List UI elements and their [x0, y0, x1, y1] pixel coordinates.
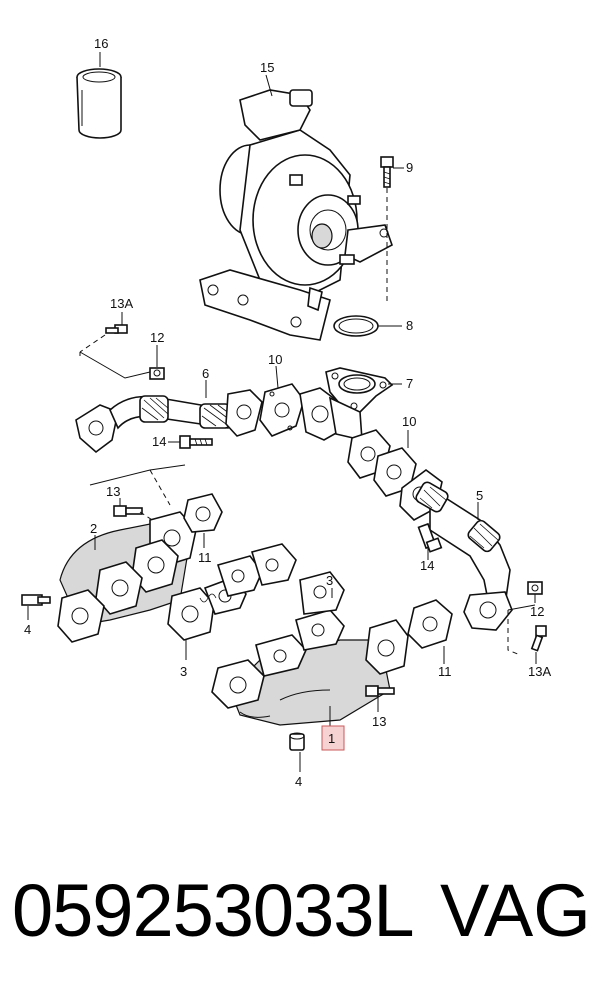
callout-2: 2 — [90, 521, 97, 536]
part-10-gasket-top[interactable] — [259, 383, 305, 437]
part-14-bolt-right[interactable] — [417, 522, 443, 553]
dash-left-top — [149, 469, 171, 506]
part-16-sleeve[interactable] — [76, 68, 122, 139]
part-12-nut-right[interactable] — [527, 581, 543, 595]
part-7-flange[interactable] — [325, 367, 394, 413]
callout-5: 5 — [476, 488, 483, 503]
part-13A-stud-right[interactable] — [530, 625, 547, 652]
part-number-label: 059253033L — [12, 869, 415, 952]
callout-1: 1 — [328, 731, 335, 746]
callout-13-right: 13 — [372, 714, 386, 729]
part-8-gasket[interactable] — [333, 315, 379, 337]
callout-9: 9 — [406, 160, 413, 175]
callout-13-left: 13 — [106, 484, 120, 499]
callout-6: 6 — [202, 366, 209, 381]
leader-10-top — [275, 365, 279, 389]
callout-4-bottom: 4 — [295, 774, 302, 789]
callout-11-left: 11 — [198, 550, 212, 565]
part-13A-stud-top[interactable] — [105, 324, 128, 334]
part-13-bolt-right[interactable] — [365, 685, 395, 697]
callout-15: 15 — [260, 60, 274, 75]
part-12-nut-top[interactable] — [149, 367, 165, 380]
part-15-turbocharger[interactable] — [199, 89, 393, 341]
part-11-gasket-right[interactable] — [407, 599, 453, 649]
callout-11-right: 11 — [438, 664, 452, 679]
part-14-bolt-top[interactable] — [179, 435, 213, 449]
callout-13A-right: 13A — [528, 664, 551, 679]
callout-8: 8 — [406, 318, 413, 333]
callout-10-right: 10 — [402, 414, 416, 429]
callout-7: 7 — [406, 376, 413, 391]
part-11-gasket-left[interactable] — [183, 493, 223, 533]
dash-13A-right — [507, 610, 521, 656]
part-3-gasket-left[interactable] — [167, 543, 297, 641]
callout-16: 16 — [94, 36, 108, 51]
part-exhaust-outlet-top[interactable] — [299, 387, 363, 442]
bracket-left-top — [89, 464, 186, 486]
callout-12-right: 12 — [530, 604, 544, 619]
part-13-bolt-left[interactable] — [113, 505, 143, 517]
part-5-flex-pipe[interactable] — [399, 469, 513, 631]
brand-label: VAG — [440, 869, 591, 952]
callout-1-highlight-box — [321, 725, 345, 751]
callout-4-left: 4 — [24, 622, 31, 637]
callout-10-top: 10 — [268, 352, 282, 367]
part-4-stud-left[interactable] — [21, 594, 51, 606]
callout-3-left: 3 — [180, 664, 187, 679]
leader-15 — [265, 74, 273, 97]
callout-14-left: 14 — [152, 434, 166, 449]
bracket-right — [507, 604, 536, 611]
exploded-parts-diagram: 16 15 9 8 7 13A 12 6 10 10 14 13 2 11 5 … — [21, 36, 551, 789]
callout-3-right: 3 — [326, 573, 333, 588]
part-9-bolt[interactable] — [380, 156, 394, 188]
part-2-exhaust-manifold-left[interactable] — [57, 511, 197, 643]
callout-14-right: 14 — [420, 558, 434, 573]
callout-13A-top: 13A — [110, 296, 133, 311]
part-6-flex-pipe[interactable] — [75, 389, 263, 454]
callout-12-top: 12 — [150, 330, 164, 345]
dash-13A-top — [79, 334, 106, 353]
part-1-exhaust-manifold[interactable] — [211, 571, 409, 726]
part-4-nut-bottom[interactable] — [289, 732, 305, 751]
bracket-upper-left — [79, 351, 151, 379]
